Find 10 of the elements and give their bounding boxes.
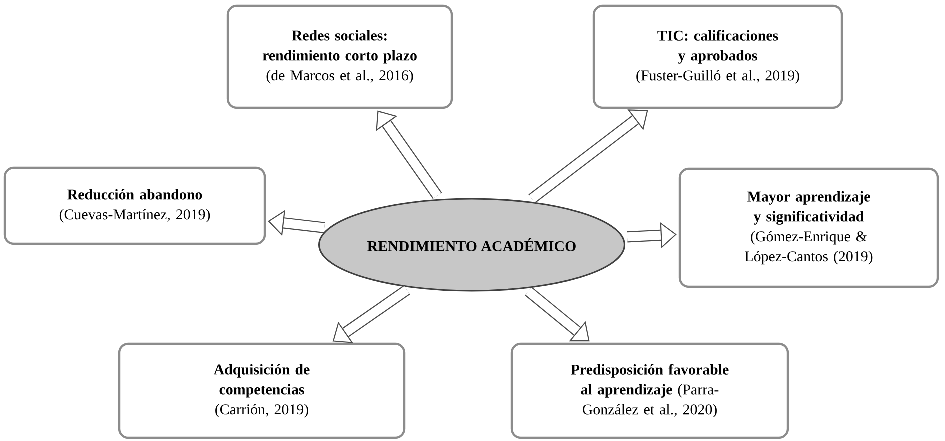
block-arrow [528, 110, 648, 204]
text-box: Adquisición de competencias (Carrión, 2019) [118, 342, 406, 440]
text-box: Predisposición favorable al aprendizaje (Parra-González et al., 2020) [510, 342, 790, 440]
block-arrow [376, 110, 442, 200]
block-arrow [525, 287, 590, 342]
text-box: TIC: calificaciones y aprobados (Fuster-Guilló et al., 2019) [592, 4, 844, 110]
text-box: Mayor aprendizaje y significatividad (Gómez-Enrique & López-Cantos (2019) [678, 168, 940, 288]
block-arrow [332, 286, 410, 344]
text-box: Redes sociales: rendimiento corto plazo (de Marcos et al., 2016) [226, 4, 454, 110]
text-box: Reducción abandono (Cuevas-Martínez, 2019) [4, 166, 266, 246]
